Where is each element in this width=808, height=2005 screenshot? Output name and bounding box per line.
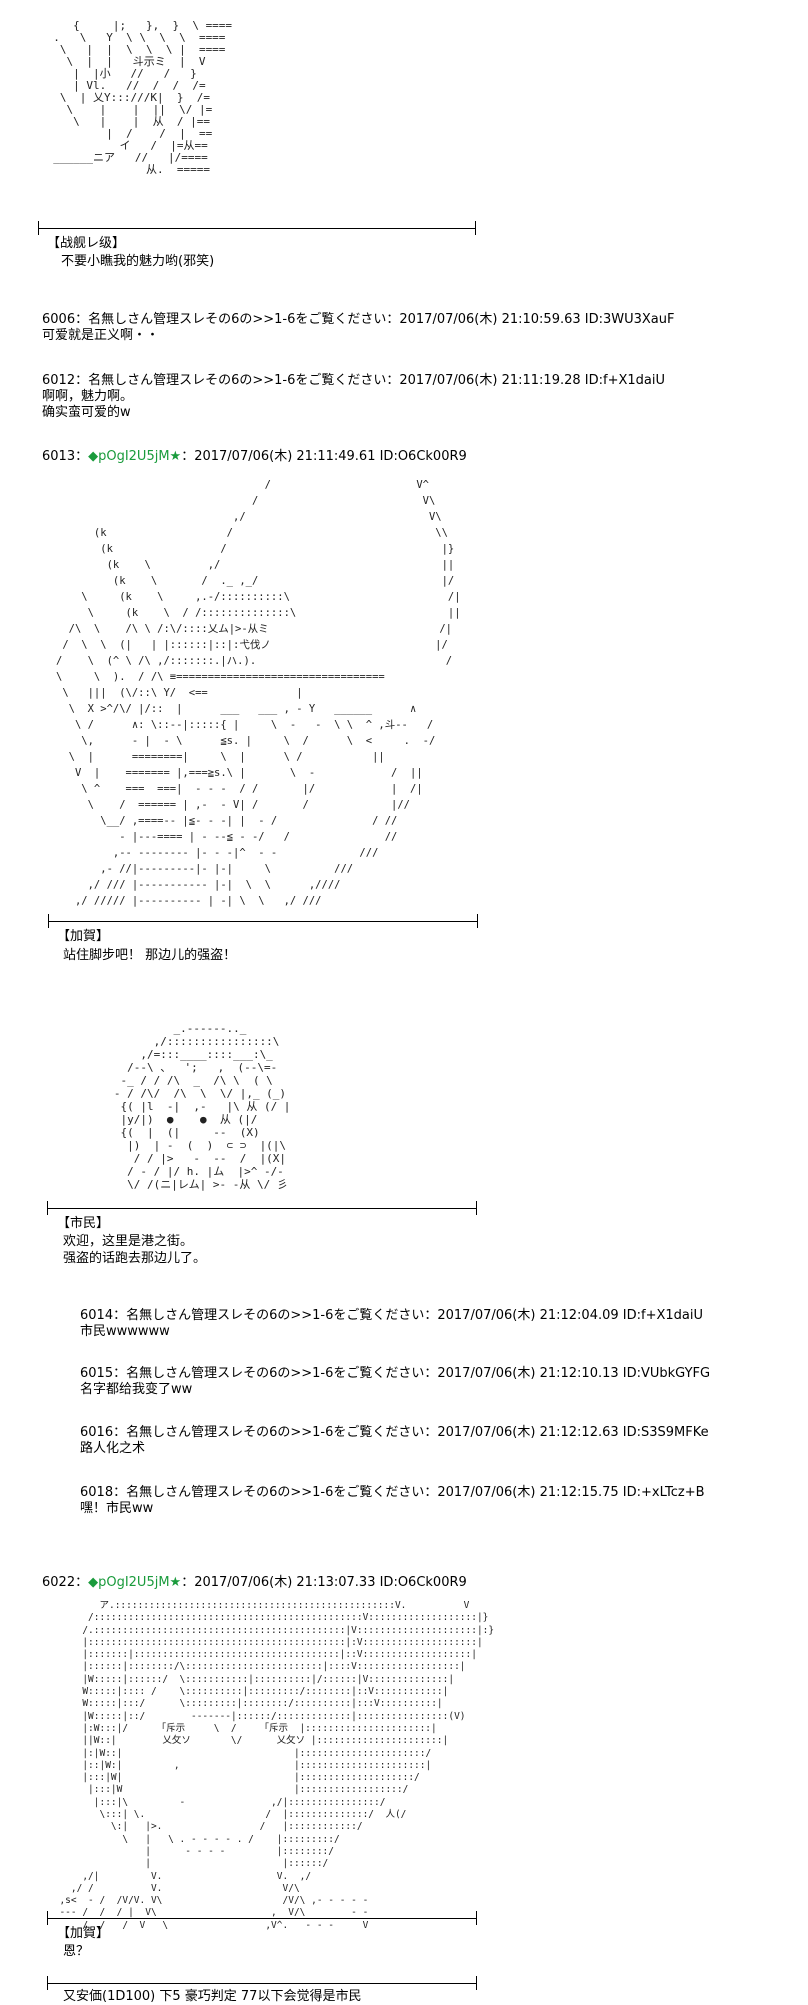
post-6012: 6012：名無しさん管理スレその6の>>1-6をご覧ください：2017/07/0… [42,373,665,421]
dialogue-line: 欢迎，这里是港之街。 [63,1234,194,1249]
ascii-art-kaga-archer: / V^ / V\ ,/ V\ (k / [56,479,461,907]
post-body-line: 啊啊，魅力啊。 [42,389,134,404]
post-header: 6018：名無しさん管理スレその6の>>1-6をご覧ください：2017/07/0… [80,1485,705,1500]
dialogue-line: 恩？ [63,1944,90,1959]
post-header: 6016：名無しさん管理スレその6の>>1-6をご覧ください：2017/07/0… [80,1425,709,1440]
post-meta: ：2017/07/06(木) 21:13:07.33 ID:O6Ck00R9 [181,1575,467,1590]
dialogue-line: 站住脚步吧！ 那边儿的强盗！ [63,948,237,963]
dialogue: 不要小瞧我的魅力哟(邪笑) [61,253,214,270]
dialogue-line: 不要小瞧我的魅力哟(邪笑) [61,254,215,269]
post-header: 6015：名無しさん管理スレその6の>>1-6をご覧ください：2017/07/0… [80,1366,711,1381]
post-6016: 6016：名無しさん管理スレその6の>>1-6をご覧ください：2017/07/0… [80,1425,709,1457]
dialogue: 欢迎，这里是港之街。 强盗的话跑去那边儿了。 [63,1233,206,1267]
post-6013-header: 6013：◆pOgI2U5jM★：2017/07/06(木) 21:11:49.… [42,449,467,465]
speaker-name: 【战舰レ级】 [47,236,126,251]
post-6006: 6006：名無しさん管理スレその6の>>1-6をご覧ください：2017/07/0… [42,312,675,344]
post-header: 6006：名無しさん管理スレその6の>>1-6をご覧ください：2017/07/0… [42,312,675,327]
post-6015: 6015：名無しさん管理スレその6の>>1-6をご覧ください：2017/07/0… [80,1366,710,1398]
post-number: 6022： [42,1575,89,1590]
post-header: 6014：名無しさん管理スレその6の>>1-6をご覧ください：2017/07/0… [80,1308,703,1323]
panel-divider [47,1911,477,1925]
tripcode: ◆pOgI2U5jM★ [88,1575,182,1590]
panel-divider [47,1201,477,1215]
ascii-art-kaga-closeup: ア.::::::::::::::::::::::::::::::::::::::… [59,1600,495,1931]
dialogue-line: 又安価(1D100) 下5 豪巧判定 77以下会觉得是市民 [63,1989,362,2004]
panel-divider [47,1976,477,1990]
post-number: 6013： [42,449,89,464]
panel-divider [38,221,476,235]
ascii-art-citizen: _.-‐‐‐‐‐.._ ,/::::::::::::::::\ ,/=:::__… [113,1022,291,1191]
post-6014: 6014：名無しさん管理スレその6の>>1-6をご覧ください：2017/07/0… [80,1308,703,1340]
dialogue: 恩？ [63,1943,89,1960]
post-body-line: 路人化之术 [80,1441,146,1456]
tripcode: ◆pOgI2U5jM★ [88,449,182,464]
dialogue-line: 强盗的话跑去那边儿了。 [63,1251,207,1266]
speaker-name: 【加賀】 [57,1926,110,1941]
dialogue: 站住脚步吧！ 那边儿的强盗！ [63,947,236,964]
panel-divider [48,914,478,928]
post-6022-header: 6022：◆pOgI2U5jM★：2017/07/06(木) 21:13:07.… [42,1575,467,1591]
post-body-line: 市民wwwwww [80,1324,170,1339]
post-body-line: 确实蛮可爱的w [42,405,131,420]
speaker-name: 【市民】 [57,1216,110,1231]
post-header: 6012：名無しさん管理スレその6の>>1-6をご覧ください：2017/07/0… [42,373,665,388]
post-body-line: 嘿！市民ww [80,1501,154,1516]
post-body-line: 名字都给我变了ww [80,1382,193,1397]
ascii-art-battleship-re: { |; }, } \ ==== . \ Y \ \ \ \ ==== \ | … [53,19,233,176]
speaker-name: 【加賀】 [57,929,110,944]
post-meta: ：2017/07/06(木) 21:11:49.61 ID:O6Ck00R9 [181,449,467,464]
post-6018: 6018：名無しさん管理スレその6の>>1-6をご覧ください：2017/07/0… [80,1485,705,1517]
post-body-line: 可爱就是正义啊・・ [42,328,160,343]
dialogue: 又安価(1D100) 下5 豪巧判定 77以下会觉得是市民 [63,1988,361,2005]
